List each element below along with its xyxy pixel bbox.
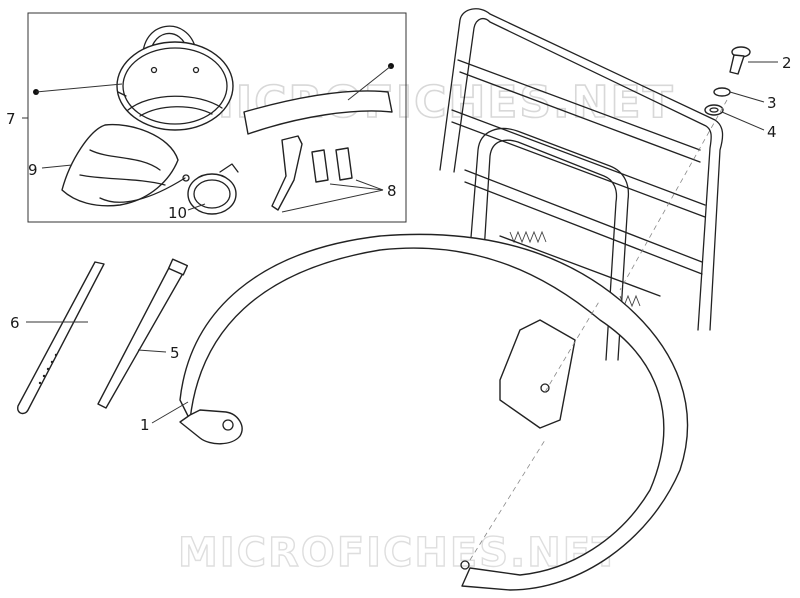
callout-10: 10 [168, 204, 187, 222]
callout-8: 8 [387, 182, 397, 200]
callout-6: 6 [10, 314, 20, 332]
callout-1: 1 [140, 416, 150, 434]
callout-4: 4 [767, 123, 777, 141]
callout-3: 3 [767, 94, 777, 112]
callout-9: 9 [28, 161, 38, 179]
clips-part[interactable] [271, 135, 353, 211]
small-strap-part[interactable] [187, 163, 239, 215]
bag-part[interactable] [116, 25, 234, 131]
kit-pad [243, 90, 393, 135]
watermark-bottom: MICROFICHES.NET [178, 530, 621, 576]
washer-part[interactable] [713, 87, 731, 97]
leader-lines [22, 61, 778, 424]
spacer-part[interactable] [704, 104, 724, 116]
long-strap-part[interactable] [17, 261, 105, 415]
cover-part[interactable] [61, 123, 190, 207]
callout-5: 5 [170, 344, 180, 362]
rack-part[interactable] [179, 8, 724, 591]
callout-7: 7 [6, 110, 16, 128]
callout-2: 2 [782, 54, 792, 72]
buckle-strap-part[interactable] [97, 258, 189, 409]
screw-part[interactable] [729, 46, 751, 75]
